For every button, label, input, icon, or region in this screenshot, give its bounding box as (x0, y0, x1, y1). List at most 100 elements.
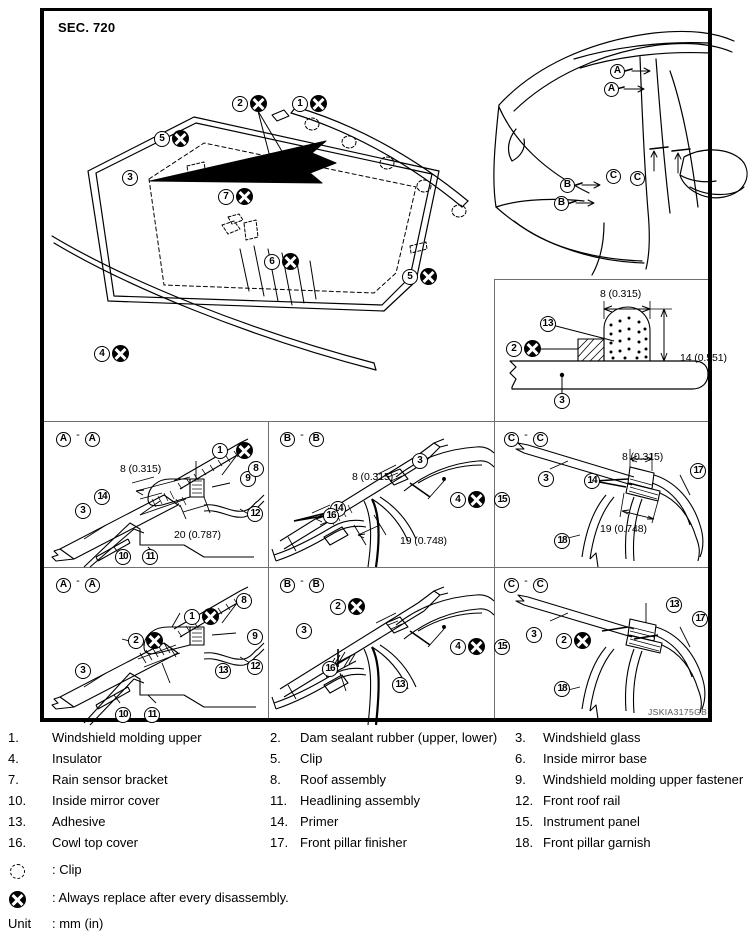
legend-label: Front pillar garnish (543, 835, 651, 850)
section-marker-a-upper: A (610, 64, 625, 79)
panel-title-a-a-top: A - A (56, 429, 100, 447)
callout-2-main: 2 (232, 96, 248, 112)
legend-row: 13. Adhesive 14. Primer 15. Instrument p… (0, 814, 754, 835)
panel-c-c-top-artwork (494, 421, 716, 567)
panel-a-a-top-callout-1: 1 (212, 443, 228, 459)
legend-row: 4. Insulator 5. Clip 6. Inside mirror ba… (0, 751, 754, 772)
panel-a-a-bottom-replace-1 (202, 608, 219, 625)
legend-symbol-text: : Clip (52, 862, 82, 877)
panel-c-c-top-callout-14: 14 (584, 473, 600, 489)
panel-a-a-bottom-callout-12: 12 (247, 659, 263, 675)
legend-unit-row: Unit : mm (in) (0, 916, 754, 936)
callout-7-main: 7 (218, 189, 234, 205)
panel-b-b-bottom-callout-4: 4 (450, 639, 466, 655)
legend-number: 6. (515, 751, 526, 766)
panel-marker-b-left-top: B (280, 432, 295, 447)
panel-title-a-a-bottom: A - A (56, 575, 100, 593)
legend-unit-text: : mm (in) (52, 916, 104, 931)
panel-marker-b-right-bottom: B (308, 578, 324, 593)
panel-b-b-top-callout-15: 15 (494, 492, 510, 508)
legend-label: Windshield glass (543, 730, 641, 745)
panel-a-a-top-callout-3: 3 (75, 503, 91, 519)
panel-b-b-top-callout-4: 4 (450, 492, 466, 508)
callout-3-inset: 3 (554, 393, 570, 409)
replace-symbol-2-main (250, 95, 267, 112)
panel-separator-bottom-b: - (300, 575, 304, 587)
panel-row2-divider (44, 567, 708, 568)
inset-dim-width: 8 (0.315) (600, 288, 642, 300)
panel-b-b-bottom-replace-2 (348, 598, 365, 615)
legend-label: Headlining assembly (300, 793, 420, 808)
panel-a-a-top-callout-8: 8 (248, 461, 264, 477)
section-marker-c-right: C (630, 171, 645, 186)
callout-5-main-lower: 5 (402, 269, 418, 285)
panel-a-a-top-dim-8: 8 (0.315) (120, 463, 162, 475)
replace-symbol-5-main-lower (420, 268, 437, 285)
legend-number: 10. (8, 793, 27, 808)
panel-b-b-top-callout-3: 3 (412, 453, 428, 469)
panel-row1-divider (44, 421, 708, 422)
drawing-code: JSKIA3175GB (648, 707, 708, 717)
legend-label: Front roof rail (543, 793, 621, 808)
panel-c-c-bottom-callout-18: 18 (554, 681, 570, 697)
panel-title-c-c-top: C - C (504, 429, 548, 447)
panel-marker-a-right-bottom: A (84, 578, 100, 593)
panel-marker-b-right-top: B (308, 432, 324, 447)
panel-c-c-bottom-replace-2 (574, 632, 591, 649)
section-label: SEC. 720 (58, 20, 116, 35)
legend-number: 5. (270, 751, 281, 766)
panel-a-a-top-callout-11: 11 (142, 549, 158, 565)
legend-row: 16. Cowl top cover 17. Front pillar fini… (0, 835, 754, 856)
panel-marker-c-right-bottom: C (532, 578, 548, 593)
callout-5-main-upper: 5 (154, 131, 170, 147)
callout-6-main: 6 (264, 254, 280, 270)
panel-b-b-bottom-callout-16: 16 (322, 661, 338, 677)
legend-number: 16. (8, 835, 27, 850)
panel-a-a-bottom-callout-13: 13 (215, 663, 231, 679)
legend-label: Inside mirror base (543, 751, 648, 766)
legend-symbol-text: : Always replace after every disassembly… (52, 890, 289, 905)
panel-a-a-top-callout-14: 14 (94, 489, 110, 505)
detail-inset-artwork (494, 279, 716, 421)
callout-1-main: 1 (292, 96, 308, 112)
inset-dim-height: 14 (0.551) (680, 352, 727, 364)
panel-b-b-top-replace-4 (468, 491, 485, 508)
panel-a-a-bottom-callout-8: 8 (236, 593, 252, 609)
panel-b-b-top-callout-16: 16 (323, 508, 339, 524)
panel-separator-bottom-c: - (524, 575, 528, 587)
legend-label: Primer (300, 814, 339, 829)
legend-number: 11. (270, 793, 288, 808)
panel-c-c-bottom-callout-2: 2 (556, 633, 572, 649)
panel-a-a-bottom-callout-9: 9 (247, 629, 263, 645)
panel-c-c-top-callout-3: 3 (538, 471, 554, 487)
filled-circle-x-replace-icon (9, 891, 26, 908)
panel-c-c-top-callout-17: 17 (690, 463, 706, 479)
legend-number: 8. (270, 772, 281, 787)
panel-a-a-bottom-callout-2: 2 (128, 633, 144, 649)
panel-marker-c-left-top: C (504, 432, 519, 447)
panel-b-b-bottom-artwork (268, 567, 494, 725)
legend-label: Clip (300, 751, 323, 766)
inset-left-divider (494, 279, 495, 421)
legend-label: Front pillar finisher (300, 835, 407, 850)
panel-separator-bottom-a: - (76, 575, 80, 587)
legend-unit-word: Unit (8, 916, 32, 931)
panel-b-b-bottom-callout-2: 2 (330, 599, 346, 615)
legend-label: Inside mirror cover (52, 793, 160, 808)
legend-label: Rain sensor bracket (52, 772, 168, 787)
replace-symbol-4-main (112, 345, 129, 362)
legend-label: Insulator (52, 751, 102, 766)
legend-number: 14. (270, 814, 289, 829)
panel-c-c-top-dim-19: 19 (0.748) (600, 523, 647, 535)
panel-b-b-bottom-callout-3: 3 (296, 623, 312, 639)
callout-13-inset: 13 (540, 316, 556, 332)
panel-a-a-top-replace-1 (236, 442, 253, 459)
legend-number: 15. (515, 814, 534, 829)
section-marker-a-lower: A (604, 82, 619, 97)
section-marker-b-upper: B (560, 178, 575, 193)
legend-label: Instrument panel (543, 814, 640, 829)
panel-c-c-bottom-callout-17: 17 (692, 611, 708, 627)
legend-number: 7. (8, 772, 19, 787)
replace-symbol-1-main (310, 95, 327, 112)
panel-marker-a-right-top: A (84, 432, 100, 447)
